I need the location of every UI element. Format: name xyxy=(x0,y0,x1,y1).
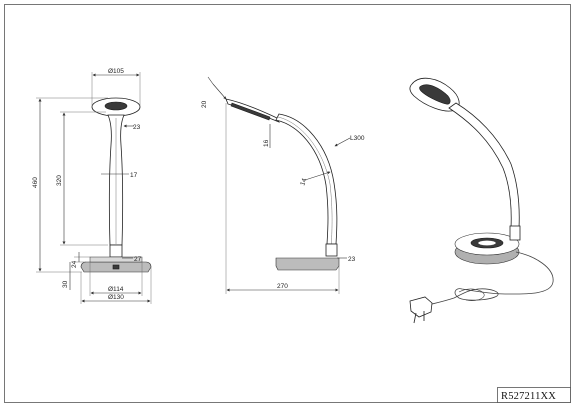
dim-arm-length-line xyxy=(334,137,351,147)
dim-head-offset: 16 xyxy=(263,139,270,147)
dim-base-top-diameter: Ø114 xyxy=(108,286,124,293)
dim-base-top: 27 xyxy=(134,256,142,263)
perspective-head-led xyxy=(419,84,451,105)
side-view: 20 16 L300 14 23 270 xyxy=(201,76,365,294)
dim-side-base: 23 xyxy=(348,256,356,263)
front-base-top xyxy=(89,256,143,263)
front-view: Ø105 23 17 27 460 320 24 30 Ø1 xyxy=(32,68,152,304)
perspective-view xyxy=(409,77,554,324)
front-base-collar xyxy=(109,244,123,258)
dim-neck: 23 xyxy=(133,124,141,131)
power-plug xyxy=(409,296,433,318)
front-head-led xyxy=(104,101,128,111)
dim-depth: 270 xyxy=(277,283,288,290)
dim-head-height-line xyxy=(212,83,227,100)
dim-arm-length: L300 xyxy=(350,135,365,142)
perspective-arm xyxy=(448,102,520,229)
side-head-led xyxy=(230,102,271,121)
product-code: R527211XX xyxy=(501,391,556,402)
side-base xyxy=(275,257,340,271)
front-switch xyxy=(112,264,120,270)
dim-base-diameter: Ø130 xyxy=(108,294,124,301)
dim-arm-diameter: 14 xyxy=(299,177,308,187)
perspective-collar xyxy=(509,225,521,241)
side-arm xyxy=(275,113,338,245)
dim-arm: 17 xyxy=(130,172,138,179)
title-block xyxy=(497,387,571,403)
dim-height-arm: 320 xyxy=(56,175,63,186)
dim-head-height: 20 xyxy=(201,100,208,108)
dim-height-total: 460 xyxy=(32,177,39,188)
dim-arm-diameter-line xyxy=(304,171,331,181)
sheet-border xyxy=(4,4,571,403)
dim-base-step: 24 xyxy=(71,260,78,268)
dim-base-height: 30 xyxy=(62,280,69,288)
power-cable xyxy=(427,251,554,306)
side-base-collar xyxy=(325,243,338,257)
dim-head-diameter: Ø105 xyxy=(108,68,124,75)
